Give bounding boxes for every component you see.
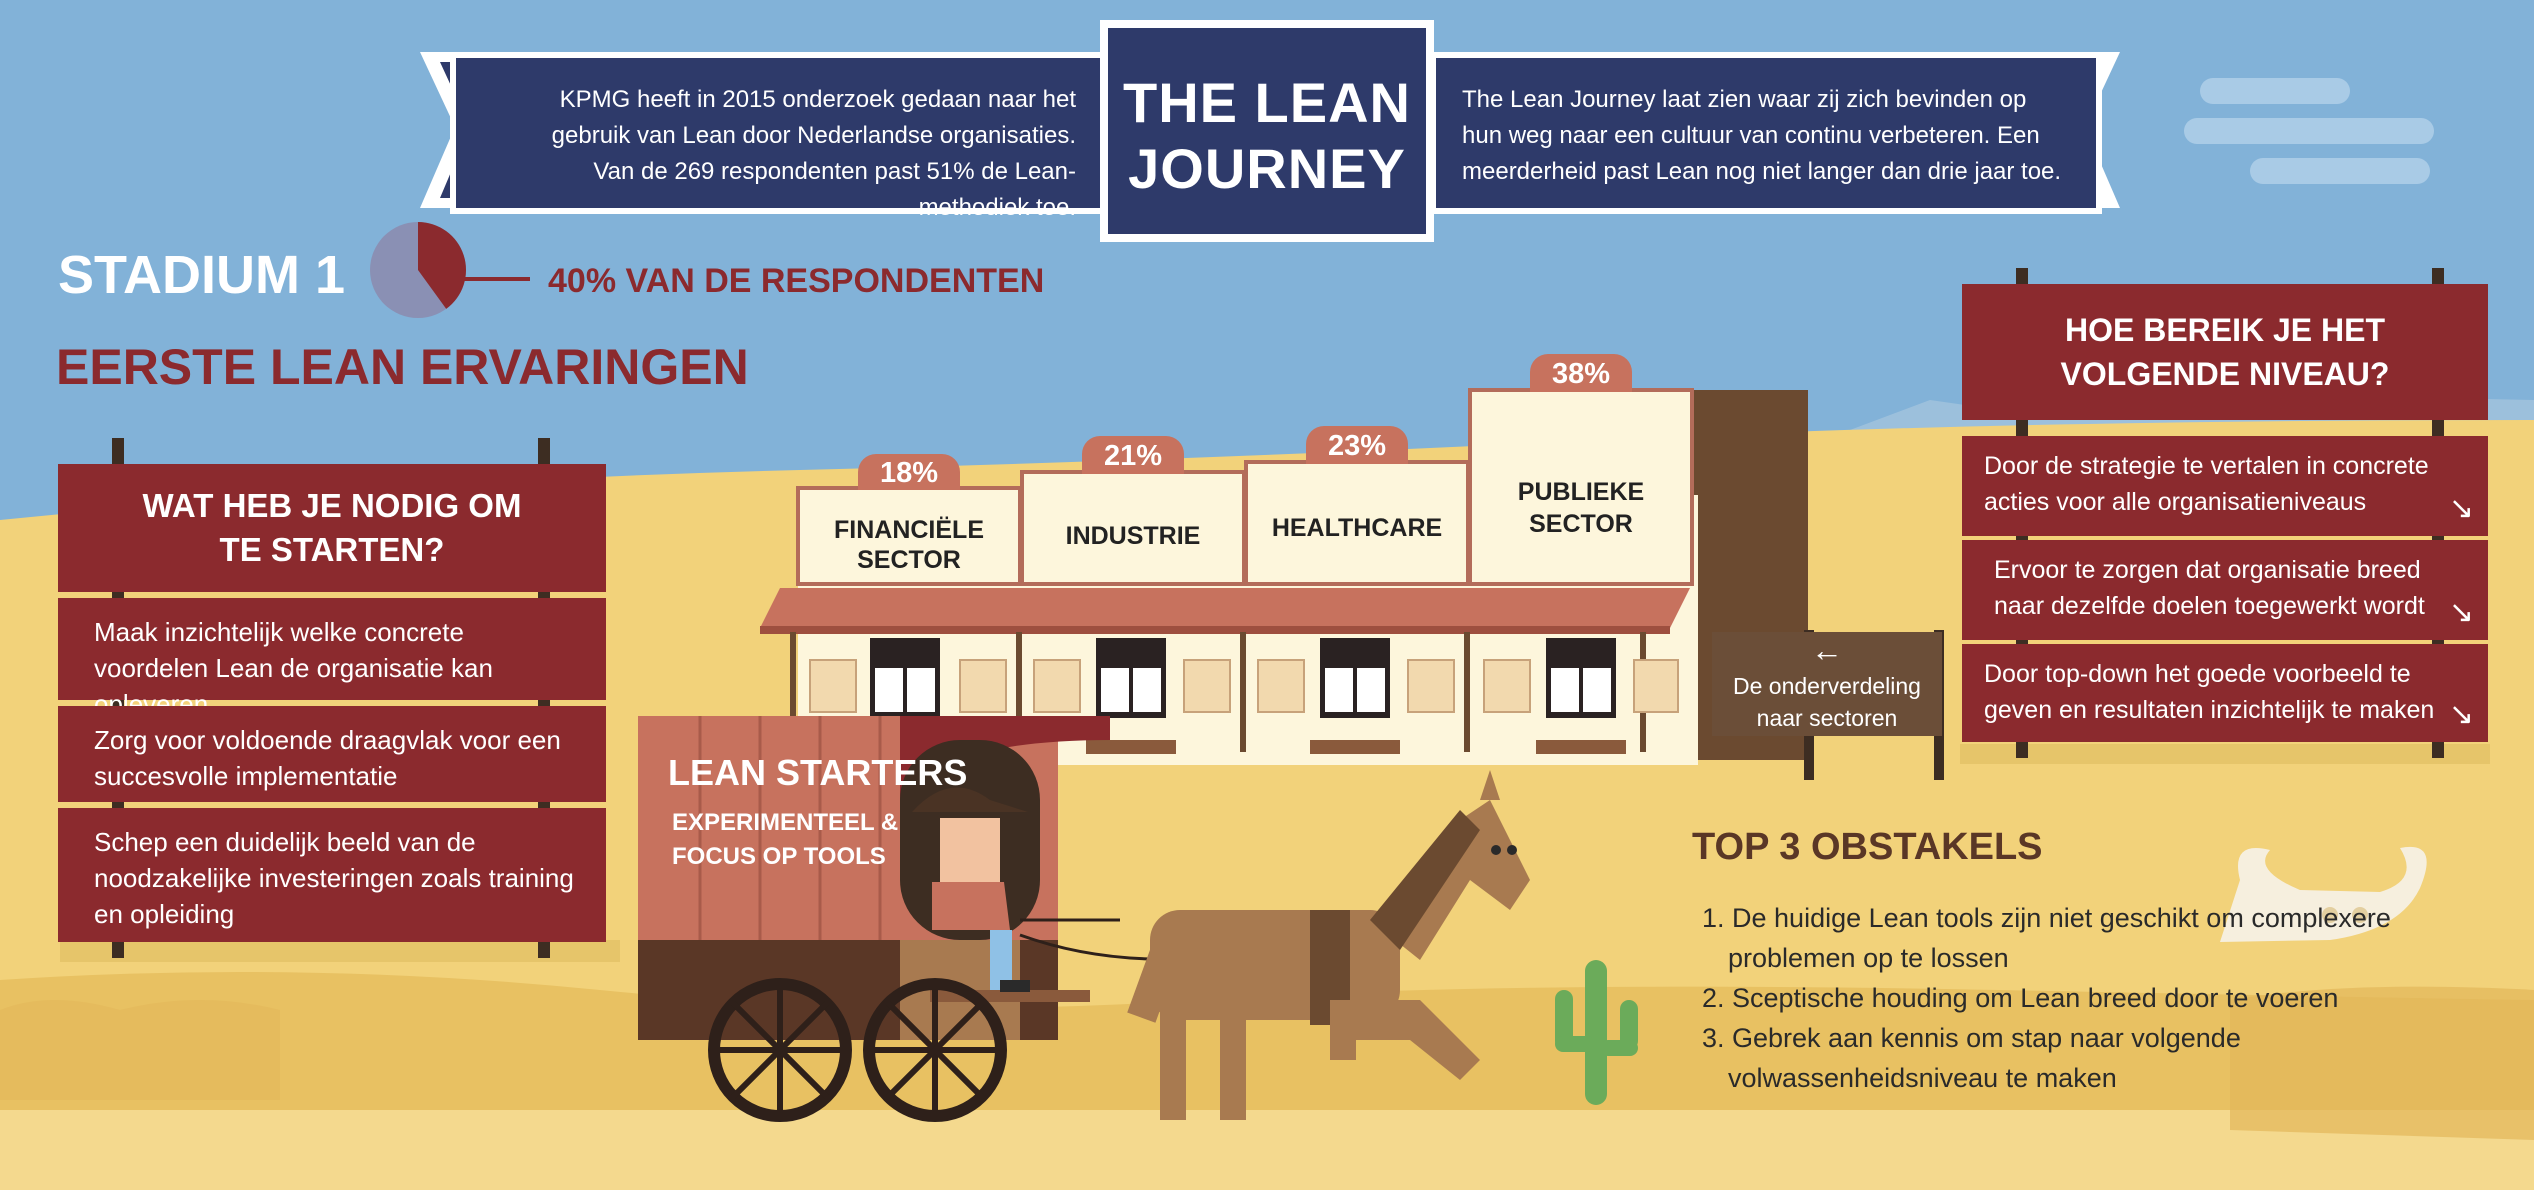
next-level-item-text: Door top-down het goede voorbeeld te gev… — [1984, 660, 2435, 724]
sector-name-line-1: INDUSTRIE — [1065, 522, 1201, 550]
arrow-down-right-icon: ↘ — [2448, 492, 2474, 525]
next-level-title-line-1: HOE BEREIK JE HET — [2064, 312, 2386, 348]
obstacle-item: 1. De huidige Lean tools zijn niet gesch… — [1702, 903, 2391, 973]
next-level-item: Ervoor te zorgen dat organisatie breed n… — [1962, 540, 2488, 640]
title-line-2: JOURNEY — [1128, 137, 1406, 200]
start-needs-item-text: Schep een duidelijk beeld van de noodzak… — [94, 827, 574, 929]
sector-name-line-1: PUBLIEKE — [1517, 478, 1645, 506]
wagon-subtitle: EXPERIMENTEEL & FOCUS OP TOOLS — [672, 806, 898, 874]
sector-name-line-1: FINANCIËLE — [834, 516, 984, 544]
wagon-subtitle-line-2: FOCUS OP TOOLS — [672, 843, 886, 870]
respondents-pie-chart — [370, 222, 466, 318]
sector-name-line-1: HEALTHCARE — [1271, 514, 1443, 542]
sector-name-line-2: SECTOR — [1529, 510, 1633, 538]
intro-ribbon-right: The Lean Journey laat zien waar zij zich… — [1430, 52, 2102, 214]
start-needs-title-line-1: WAT HEB JE NODIG OM — [142, 487, 522, 524]
sector-industry: 21% INDUSTRIE — [1022, 436, 1244, 584]
pie-respondents-slice — [418, 222, 466, 309]
obstacle-item: 3. Gebrek aan kennis om stap naar volgen… — [1702, 1023, 2241, 1093]
next-level-title-line-2: VOLGENDE NIVEAU? — [2060, 356, 2390, 392]
arrow-down-right-icon: ↘ — [2448, 596, 2474, 629]
cloud-icon — [2184, 78, 2434, 184]
page-title: THE LEAN JOURNEY — [1100, 20, 1434, 242]
start-needs-item-text: Maak inzichtelijk welke concrete voordel… — [94, 617, 493, 719]
obstacle-item: 2. Sceptische houding om Lean breed door… — [1702, 983, 2339, 1013]
start-needs-board-header: WAT HEB JE NODIG OM TE STARTEN? — [58, 464, 606, 592]
stage-subtitle: EERSTE LEAN ERVARINGEN — [56, 339, 749, 395]
sign-line-2: naar sectoren — [1756, 705, 1898, 731]
next-level-item-text: Ervoor te zorgen dat organisatie breed n… — [1994, 556, 2425, 620]
next-level-item: Door de strategie te vertalen in concret… — [1962, 436, 2488, 536]
start-needs-item-text: Zorg voor voldoende draagvlak voor een s… — [94, 725, 561, 791]
obstacles-list: 1. De huidige Lean tools zijn niet gesch… — [1692, 898, 2412, 1098]
sector-financial: 18% FINANCIËLE SECTOR — [798, 454, 1020, 584]
arrow-left-icon: ← — [1811, 632, 1843, 668]
horse-icon — [1019, 770, 1530, 1120]
start-needs-title-line-2: TE STARTEN? — [219, 531, 445, 568]
wagon-illustration — [638, 716, 1110, 1122]
obstacles-title: TOP 3 OBSTAKELS — [1692, 826, 2043, 868]
respondents-share: 40% VAN DE RESPONDENTEN — [548, 262, 1045, 300]
sector-percentage: 23% — [1306, 426, 1408, 464]
start-needs-item: Maak inzichtelijk welke concrete voordel… — [58, 598, 606, 719]
wagon-title: LEAN STARTERS — [668, 752, 968, 793]
intro-ribbon-left: KPMG heeft in 2015 onderzoek gedaan naar… — [450, 52, 1112, 221]
wagon-subtitle-line-1: EXPERIMENTEEL & — [672, 809, 899, 836]
start-needs-item: Schep een duidelijk beeld van de noodzak… — [58, 808, 606, 942]
start-needs-item: Zorg voor voldoende draagvlak voor een s… — [58, 706, 606, 802]
stadium-label: STADIUM 1 — [58, 245, 346, 305]
next-level-item: Door top-down het goede voorbeeld te gev… — [1962, 644, 2488, 742]
cowboy-icon — [912, 787, 1030, 992]
title-line-1: THE LEAN — [1123, 71, 1411, 134]
intro-text-left: KPMG heeft in 2015 onderzoek gedaan naar… — [551, 86, 1076, 221]
sector-healthcare: 23% HEALTHCARE — [1246, 426, 1468, 584]
sector-name-line-2: SECTOR — [857, 546, 961, 574]
sector-percentage: 18% — [858, 454, 960, 490]
sector-breakdown-sign: ← De onderverdeling naar sectoren — [1712, 632, 1942, 736]
sign-line-1: De onderverdeling — [1733, 673, 1921, 699]
cactus-icon — [1555, 960, 1638, 1105]
next-level-board-header: HOE BEREIK JE HET VOLGENDE NIVEAU? — [1962, 284, 2488, 420]
sector-percentage: 21% — [1082, 436, 1184, 474]
pie-connector-line — [460, 277, 530, 281]
bull-skull-icon — [2220, 846, 2427, 942]
arrow-down-right-icon: ↘ — [2448, 698, 2474, 731]
intro-text-right: The Lean Journey laat zien waar zij zich… — [1462, 86, 2062, 185]
sector-public: 38% PUBLIEKE SECTOR — [1470, 354, 1692, 584]
sector-percentage: 38% — [1530, 354, 1632, 392]
next-level-item-text: Door de strategie te vertalen in concret… — [1984, 452, 2429, 516]
